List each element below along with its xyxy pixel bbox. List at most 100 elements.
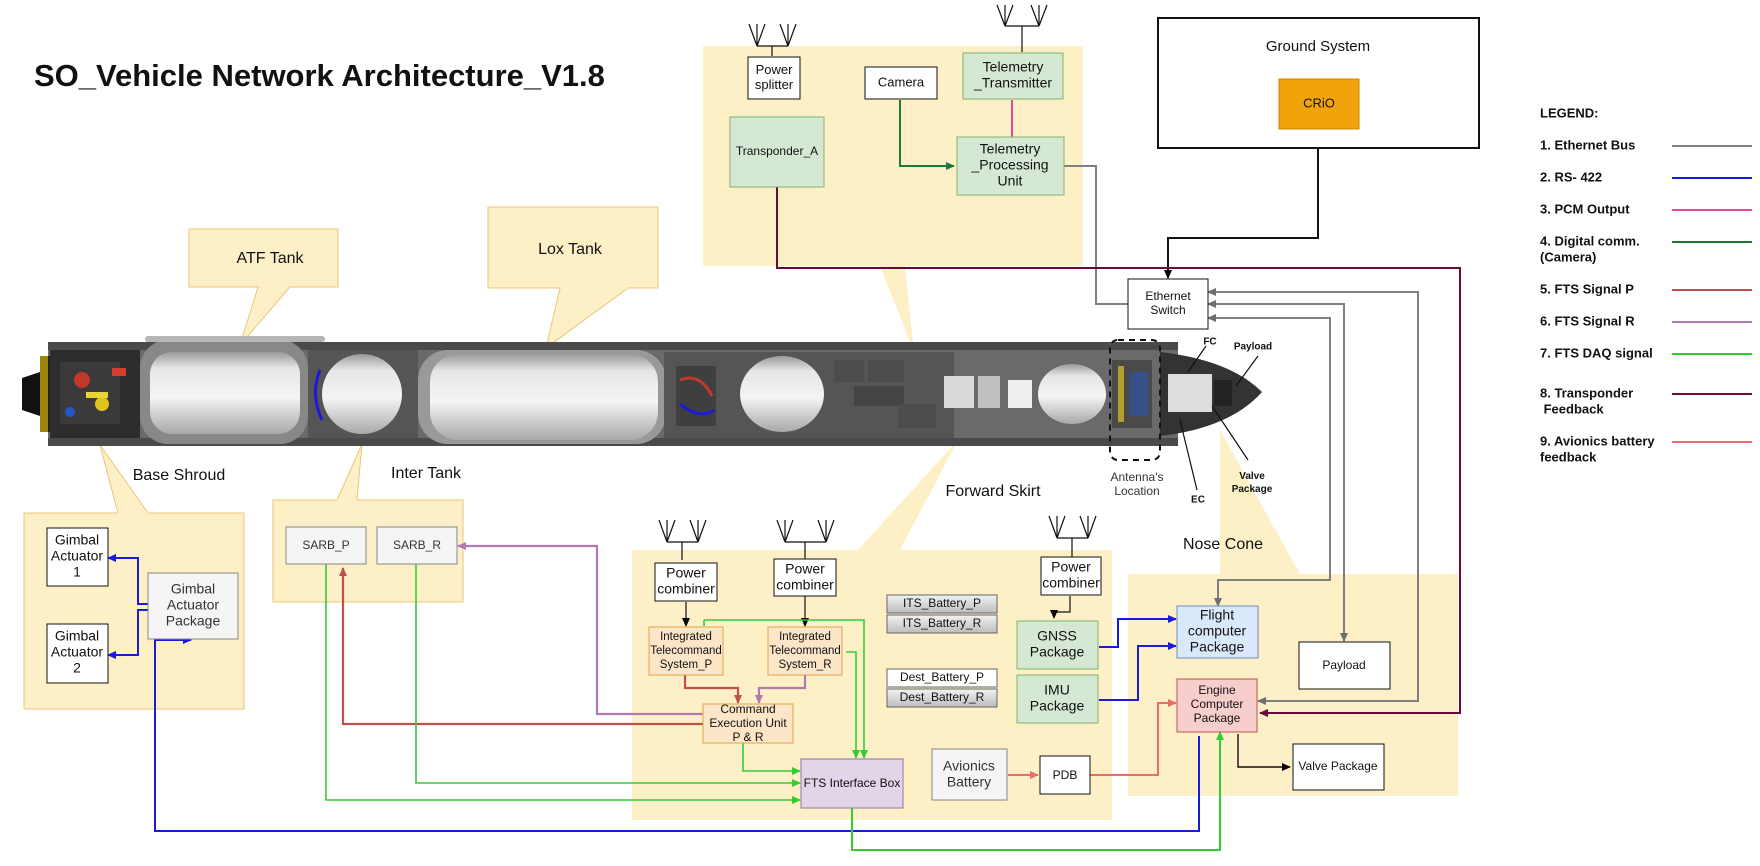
inter-tank-label: Inter Tank [391, 465, 462, 482]
tpu-ethernet-line [1064, 165, 1128, 305]
callout-lox-tank [487, 206, 659, 289]
power-combiner-1-box[interactable] [654, 562, 718, 602]
valve-package-label: Valve Package [1298, 759, 1377, 773]
transponder-feedback-line [776, 186, 1461, 717]
ground-system-label: Ground System [1266, 38, 1370, 55]
imu-package-box[interactable] [1016, 674, 1099, 724]
text-layer: SO_Vehicle Network Architecture_V1.8 Grou… [34, 38, 1655, 790]
payload-label: Payload [1322, 658, 1365, 672]
power-splitter-box[interactable] [747, 56, 801, 100]
callout-atf-tank [188, 228, 339, 288]
valve-package-box[interactable] [1292, 743, 1385, 791]
legend-item-label: 4. Digital comm.(Camera) [1540, 233, 1640, 264]
its-r-box[interactable] [767, 626, 843, 676]
legend-item-label: 7. FTS DAQ signal [1540, 345, 1653, 360]
camera-label: Camera [878, 74, 925, 89]
dest-battery-p-label: Dest_Battery_P [900, 670, 984, 684]
its-battery-p-label: ITS_Battery_P [903, 596, 981, 610]
legend-item-label: 2. RS- 422 [1540, 169, 1602, 184]
legend-item-label: 5. FTS Signal P [1540, 281, 1634, 296]
atf-tank-label: ATF Tank [237, 250, 305, 267]
legend-item-label: 8. Transponder Feedback [1540, 385, 1633, 416]
antenna-icon [689, 519, 707, 543]
fts-interface-box[interactable] [800, 758, 904, 809]
crio-label: CRiO [1303, 95, 1335, 110]
antenna-icon [776, 519, 794, 543]
power-combiner-3-box[interactable] [1040, 556, 1102, 596]
antenna-icon [1030, 4, 1048, 27]
page-title: SO_Vehicle Network Architecture_V1.8 [34, 58, 605, 93]
flight-computer-package-box[interactable] [1176, 605, 1259, 659]
antennas [658, 4, 1097, 560]
antenna-icon [817, 519, 835, 543]
sarb-p-box[interactable] [285, 526, 367, 565]
forward-skirt-label: Forward Skirt [945, 483, 1041, 500]
antenna-location-box [1109, 339, 1161, 461]
command-execution-unit-box[interactable] [702, 703, 794, 744]
fts-interface-box-label: FTS Interface Box [804, 776, 901, 790]
transponder-a-box[interactable] [729, 116, 825, 188]
antenna-icon [996, 4, 1014, 27]
base-shroud-label: Base Shroud [133, 467, 226, 484]
legend-item-label: 6. FTS Signal R [1540, 313, 1635, 328]
zone-nose-cone-pointer [1220, 430, 1300, 574]
avionics-battery-box[interactable] [931, 748, 1008, 801]
antenna-icon [658, 519, 676, 543]
camera-box[interactable] [864, 66, 938, 100]
gimbal-actuator-package-box[interactable] [147, 572, 239, 640]
vehicle-illustration [22, 336, 1262, 446]
its-battery-p-box[interactable] [886, 594, 998, 614]
dest-battery-r-box[interactable] [886, 688, 998, 708]
gnss-package-box[interactable] [1016, 620, 1099, 670]
fc-label: FC [1203, 337, 1216, 348]
payload-box[interactable] [1298, 641, 1391, 690]
gimbal-rs422-line [154, 636, 1200, 832]
sarb-p-label: SARB_P [302, 538, 349, 552]
legend-item-label: 1. Ethernet Bus [1540, 137, 1635, 152]
its-battery-r-label: ITS_Battery_R [903, 616, 982, 630]
component-boxes [46, 52, 1391, 809]
its-p-box[interactable] [648, 626, 724, 676]
payload-label: Payload [1234, 342, 1272, 353]
engine-computer-package-box[interactable] [1176, 678, 1258, 733]
pdb-box[interactable] [1039, 755, 1091, 795]
transponder-a-label: Transponder_A [736, 144, 818, 158]
telemetry-processing-unit-box[interactable] [956, 136, 1065, 196]
lox-tank-label: Lox Tank [538, 241, 603, 258]
gimbal-actuator-1-box[interactable] [46, 527, 109, 587]
ethernet-switch-box[interactable] [1127, 278, 1209, 330]
crio-box[interactable] [1278, 78, 1360, 130]
nose-cone-label: Nose Cone [1183, 536, 1263, 553]
telemetry-transmitter-box[interactable] [962, 52, 1064, 100]
dest-battery-p-box[interactable] [886, 668, 998, 688]
power-combiner-2-box[interactable] [773, 558, 837, 597]
crio-ethernet-line [1164, 129, 1319, 279]
legend-item-label: 3. PCM Output [1540, 201, 1630, 216]
zone-inter-tank-pointer [336, 443, 363, 501]
antenna-icon [1048, 515, 1066, 539]
connections [107, 100, 1461, 851]
its-battery-r-box[interactable] [886, 614, 998, 634]
sarb-r-box[interactable] [376, 526, 458, 565]
gimbal-actuator-2-box[interactable] [46, 623, 109, 684]
